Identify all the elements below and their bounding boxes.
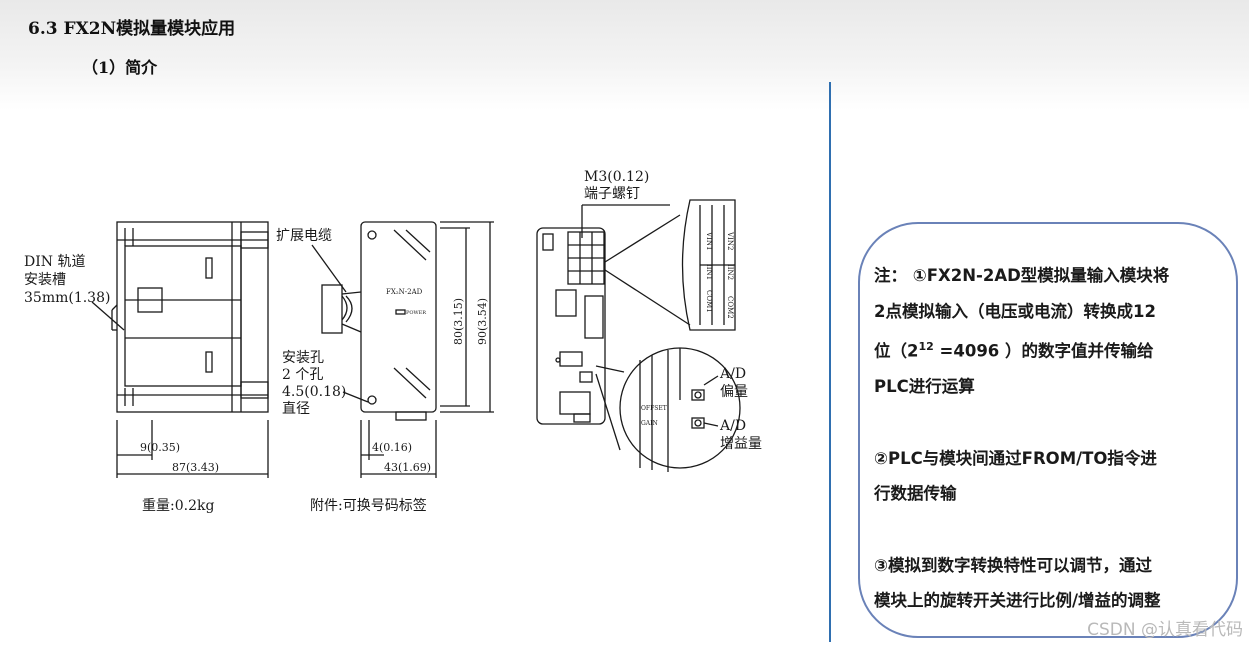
mount-hole-label-4: 直径 (282, 400, 310, 417)
note-3-line-1: ③模拟到数字转换特性可以调节，通过 (874, 555, 1152, 575)
terminal-vin1: VIN1 (705, 231, 713, 250)
weight-label: 重量:0.2kg (142, 498, 214, 514)
dim-9: 9(0.35) (140, 441, 180, 454)
side-view-drawing (91, 221, 269, 478)
terminal-vin2: VIN2 (726, 231, 734, 250)
terminal-iin2: IIN2 (726, 264, 734, 280)
din-rail-label-2: 安装槽 (24, 272, 66, 288)
mount-hole-label-1: 安装孔 (282, 350, 324, 366)
note-3-line-2: 模块上的旋转开关进行比例/增益的调整 (874, 591, 1161, 610)
vertical-divider (829, 82, 831, 642)
terminal-view-drawing (536, 199, 741, 472)
gain-switch-label: GAIN (641, 420, 658, 427)
front-view-drawing (311, 221, 494, 478)
notes-box (858, 222, 1238, 638)
mount-hole-label-3: 4.5(0.18) (282, 384, 346, 400)
ad-gain-label-1: A/D (719, 418, 746, 434)
terminal-iin1: IIN1 (705, 264, 713, 280)
terminal-com1: COM1 (705, 290, 713, 313)
dim-80: 80(3.15) (452, 298, 465, 345)
section-title: 6.3 FX2N模拟量模块应用 (28, 19, 236, 39)
mount-hole-label-2: 2 个孔 (282, 367, 323, 383)
screw-label-2: 端子螺钉 (584, 186, 640, 202)
notes-text: 注： ①FX2N-2AD型模拟量输入模块将 2点模拟输入（电压或电流）转换成12… (874, 258, 1224, 619)
module-dimension-diagram: DIN 轨道 安装槽 35mm(1.38) 9(0.35) 87(3.43) 重… (24, 169, 762, 514)
note-1-line-4: PLC进行运算 (874, 377, 975, 396)
dim-4: 4(0.16) (372, 441, 412, 454)
ad-offset-label-1: A/D (719, 366, 746, 382)
dim-90: 90(3.54) (476, 298, 489, 345)
terminal-com2: COM2 (726, 296, 734, 319)
note-2-line-1: ②PLC与模块间通过FROM/TO指令进 (874, 448, 1157, 468)
offset-switch-label: OFFSET (641, 405, 667, 412)
ad-gain-label-2: 增益量 (720, 436, 762, 452)
header-band (0, 0, 1249, 110)
dim-87: 87(3.43) (172, 461, 219, 474)
note-1-line-1: 注： ①FX2N-2AD型模拟量输入模块将 (874, 266, 1170, 285)
model-label: FX₂N-2AD (386, 288, 423, 296)
ad-offset-label-2: 偏量 (720, 384, 748, 400)
din-rail-label-3: 35mm(1.38) (24, 290, 110, 306)
dim-43: 43(1.69) (384, 461, 431, 474)
ext-cable-label: 扩展电缆 (276, 228, 332, 244)
screw-label-1: M3(0.12) (584, 169, 649, 185)
accessory-label: 附件:可换号码标签 (310, 497, 427, 514)
power-label: POWER (406, 310, 426, 316)
note-2-line-2: 行数据传输 (874, 484, 957, 503)
subsection-title: （1）简介 (82, 58, 158, 77)
note-1-line-3: 位（212 =4096 ）的数字值并传输给 (874, 340, 1154, 361)
watermark: CSDN @认真看代码 (1087, 620, 1243, 640)
note-1-line-2: 2点模拟输入（电压或电流）转换成12 (874, 301, 1156, 321)
din-rail-label-1: DIN 轨道 (24, 254, 85, 270)
